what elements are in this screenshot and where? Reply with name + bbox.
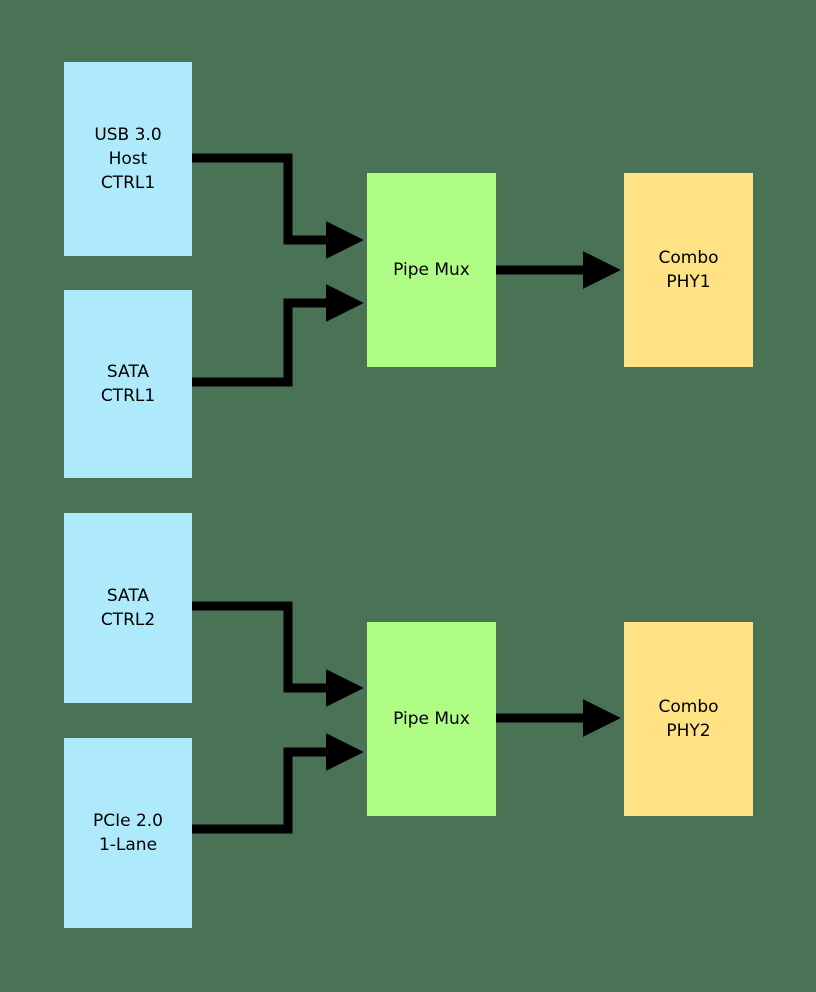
connector-sata1-to-mux1 xyxy=(192,284,364,387)
block-combo-phy2[interactable]: Combo PHY2 xyxy=(624,622,753,816)
connector-sata2-to-mux2 xyxy=(192,601,364,707)
block-label: Combo PHY1 xyxy=(658,247,719,292)
block-label: USB 3.0 Host CTRL1 xyxy=(94,124,162,194)
block-label: SATA CTRL2 xyxy=(100,585,156,630)
block-usb3-host-ctrl1[interactable]: USB 3.0 Host CTRL1 xyxy=(64,62,192,256)
block-combo-phy1[interactable]: Combo PHY1 xyxy=(624,173,753,367)
block-label: PCIe 2.0 1-Lane xyxy=(92,810,164,855)
block-pipe-mux-2[interactable]: Pipe Mux xyxy=(367,622,496,816)
block-pcie2-1lane[interactable]: PCIe 2.0 1-Lane xyxy=(64,738,192,928)
block-label: Combo PHY2 xyxy=(658,696,719,741)
block-label: Pipe Mux xyxy=(393,259,470,280)
block-pipe-mux-1[interactable]: Pipe Mux xyxy=(367,173,496,367)
block-sata-ctrl1[interactable]: SATA CTRL1 xyxy=(64,290,192,478)
block-label: Pipe Mux xyxy=(393,708,470,729)
connector-pcie-to-mux2 xyxy=(192,733,364,834)
block-sata-ctrl2[interactable]: SATA CTRL2 xyxy=(64,513,192,703)
block-label: SATA CTRL1 xyxy=(100,361,156,406)
connector-usb3-to-mux1 xyxy=(192,153,364,259)
